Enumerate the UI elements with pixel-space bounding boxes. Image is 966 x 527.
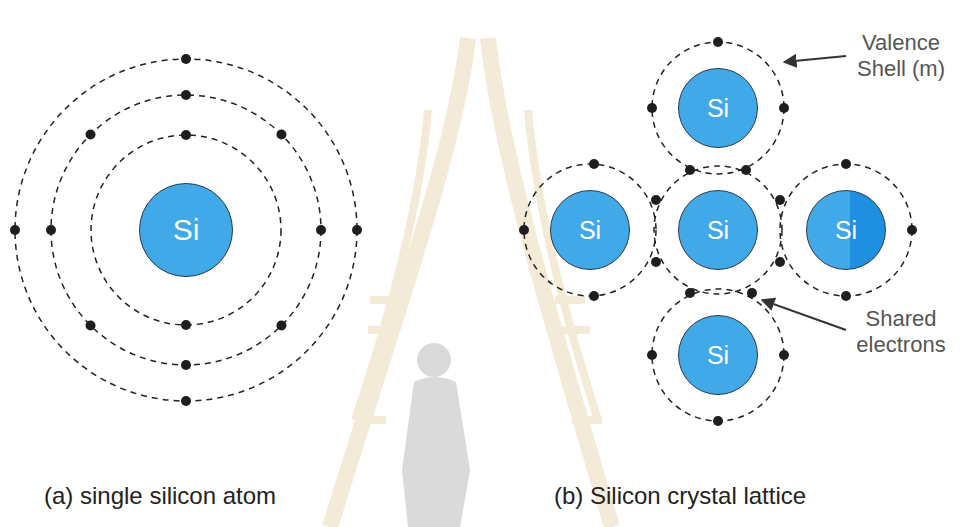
electron [181,396,191,406]
electron-shell [51,95,321,365]
electron [316,225,326,235]
element-symbol: Si [579,218,601,243]
electron [352,225,362,235]
element-symbol: Si [707,218,729,243]
watermark-tower-rung [356,300,602,420]
electron [907,225,917,235]
atom-core: Si [139,183,233,277]
element-symbol: Si [707,343,729,368]
electron [46,225,56,235]
electron [647,350,657,360]
electron [685,288,695,298]
electron [181,54,191,64]
electron [775,257,785,267]
electron-shell [780,164,912,296]
electron [181,130,191,140]
electron [86,320,96,330]
electron [86,130,96,140]
electron [589,159,599,169]
electron [181,320,191,330]
electron [775,195,785,205]
electron-shell [524,164,656,296]
electron-shell [652,42,784,174]
element-symbol: Si [173,215,200,245]
electron-shells [15,42,912,421]
electron [647,103,657,113]
electron [779,103,789,113]
watermark [330,38,612,527]
atom-core: Si [678,68,758,148]
electron [276,130,286,140]
subfigure-caption: (a) single silicon atom [44,482,444,510]
leader-arrow [784,56,846,62]
electron [713,37,723,47]
watermark-tower-leg [355,110,428,420]
electron [713,416,723,426]
electron-shell [91,135,281,325]
callout-label: Valence Shell (m) [842,30,960,82]
electron [685,165,695,175]
electron [779,350,789,360]
electron [651,257,661,267]
watermark-person-body [402,377,470,527]
watermark-person-head [417,343,451,377]
subfigure-caption: (b) Silicon crystal lattice [554,482,954,510]
electron [181,90,191,100]
electron [651,195,661,205]
atom-core: Si [806,190,886,270]
atom-core: Si [678,315,758,395]
electron [841,159,851,169]
electron [519,225,529,235]
electron [747,288,757,298]
electron [276,320,286,330]
element-symbol: Si [707,96,729,121]
electron [841,291,851,301]
electron-shell [654,166,782,294]
electron [10,225,20,235]
electrons [10,37,917,426]
electron-shell [15,59,357,401]
electron [181,360,191,370]
atom-core: Si [678,190,758,270]
element-symbol: Si [835,218,857,243]
electron [741,165,751,175]
electron-shell [652,289,784,421]
electron [589,291,599,301]
leader-arrow [762,300,846,330]
callout-label: Shared electrons [842,306,960,358]
atom-core: Si [550,190,630,270]
